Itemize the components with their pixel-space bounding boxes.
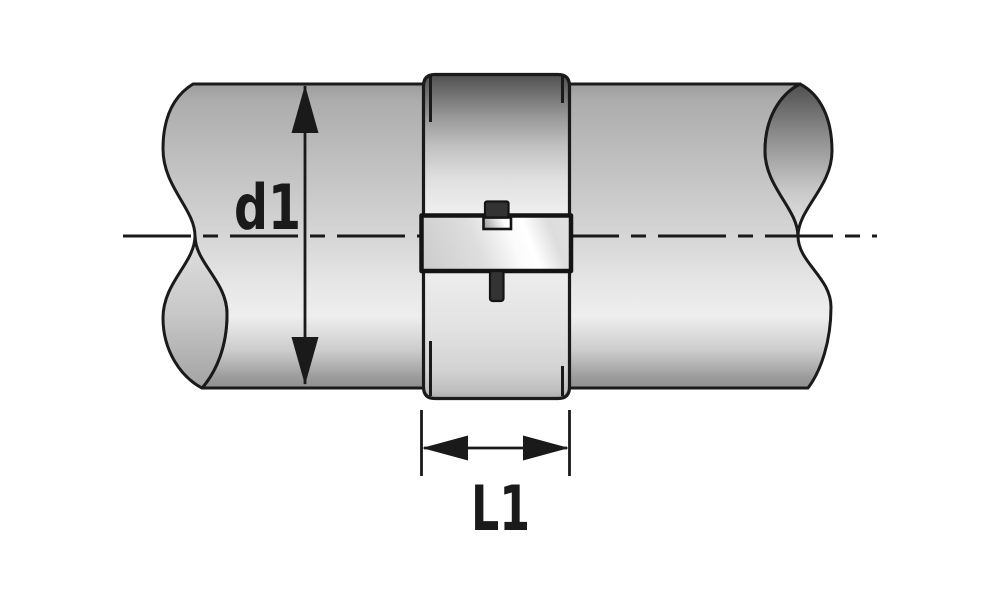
d1-arrowhead-down	[291, 337, 319, 385]
clamp	[419, 72, 574, 401]
clamp-lock-notch	[482, 216, 513, 231]
l1-arrowhead-left	[422, 435, 468, 461]
clamp-band-lower	[421, 269, 572, 401]
clamp-band-upper	[421, 72, 572, 217]
pipe-break-lens-left	[161, 234, 229, 390]
l1-label: L1	[471, 472, 530, 545]
d1-arrowhead-up	[291, 85, 319, 133]
dimension-d1: d1	[234, 85, 319, 385]
d1-label: d1	[234, 171, 301, 244]
clamp-lock-pin	[488, 269, 505, 303]
dimension-l1: L1	[420, 410, 571, 545]
l1-arrowhead-right	[523, 435, 569, 461]
clamp-screw-tab	[483, 200, 510, 219]
